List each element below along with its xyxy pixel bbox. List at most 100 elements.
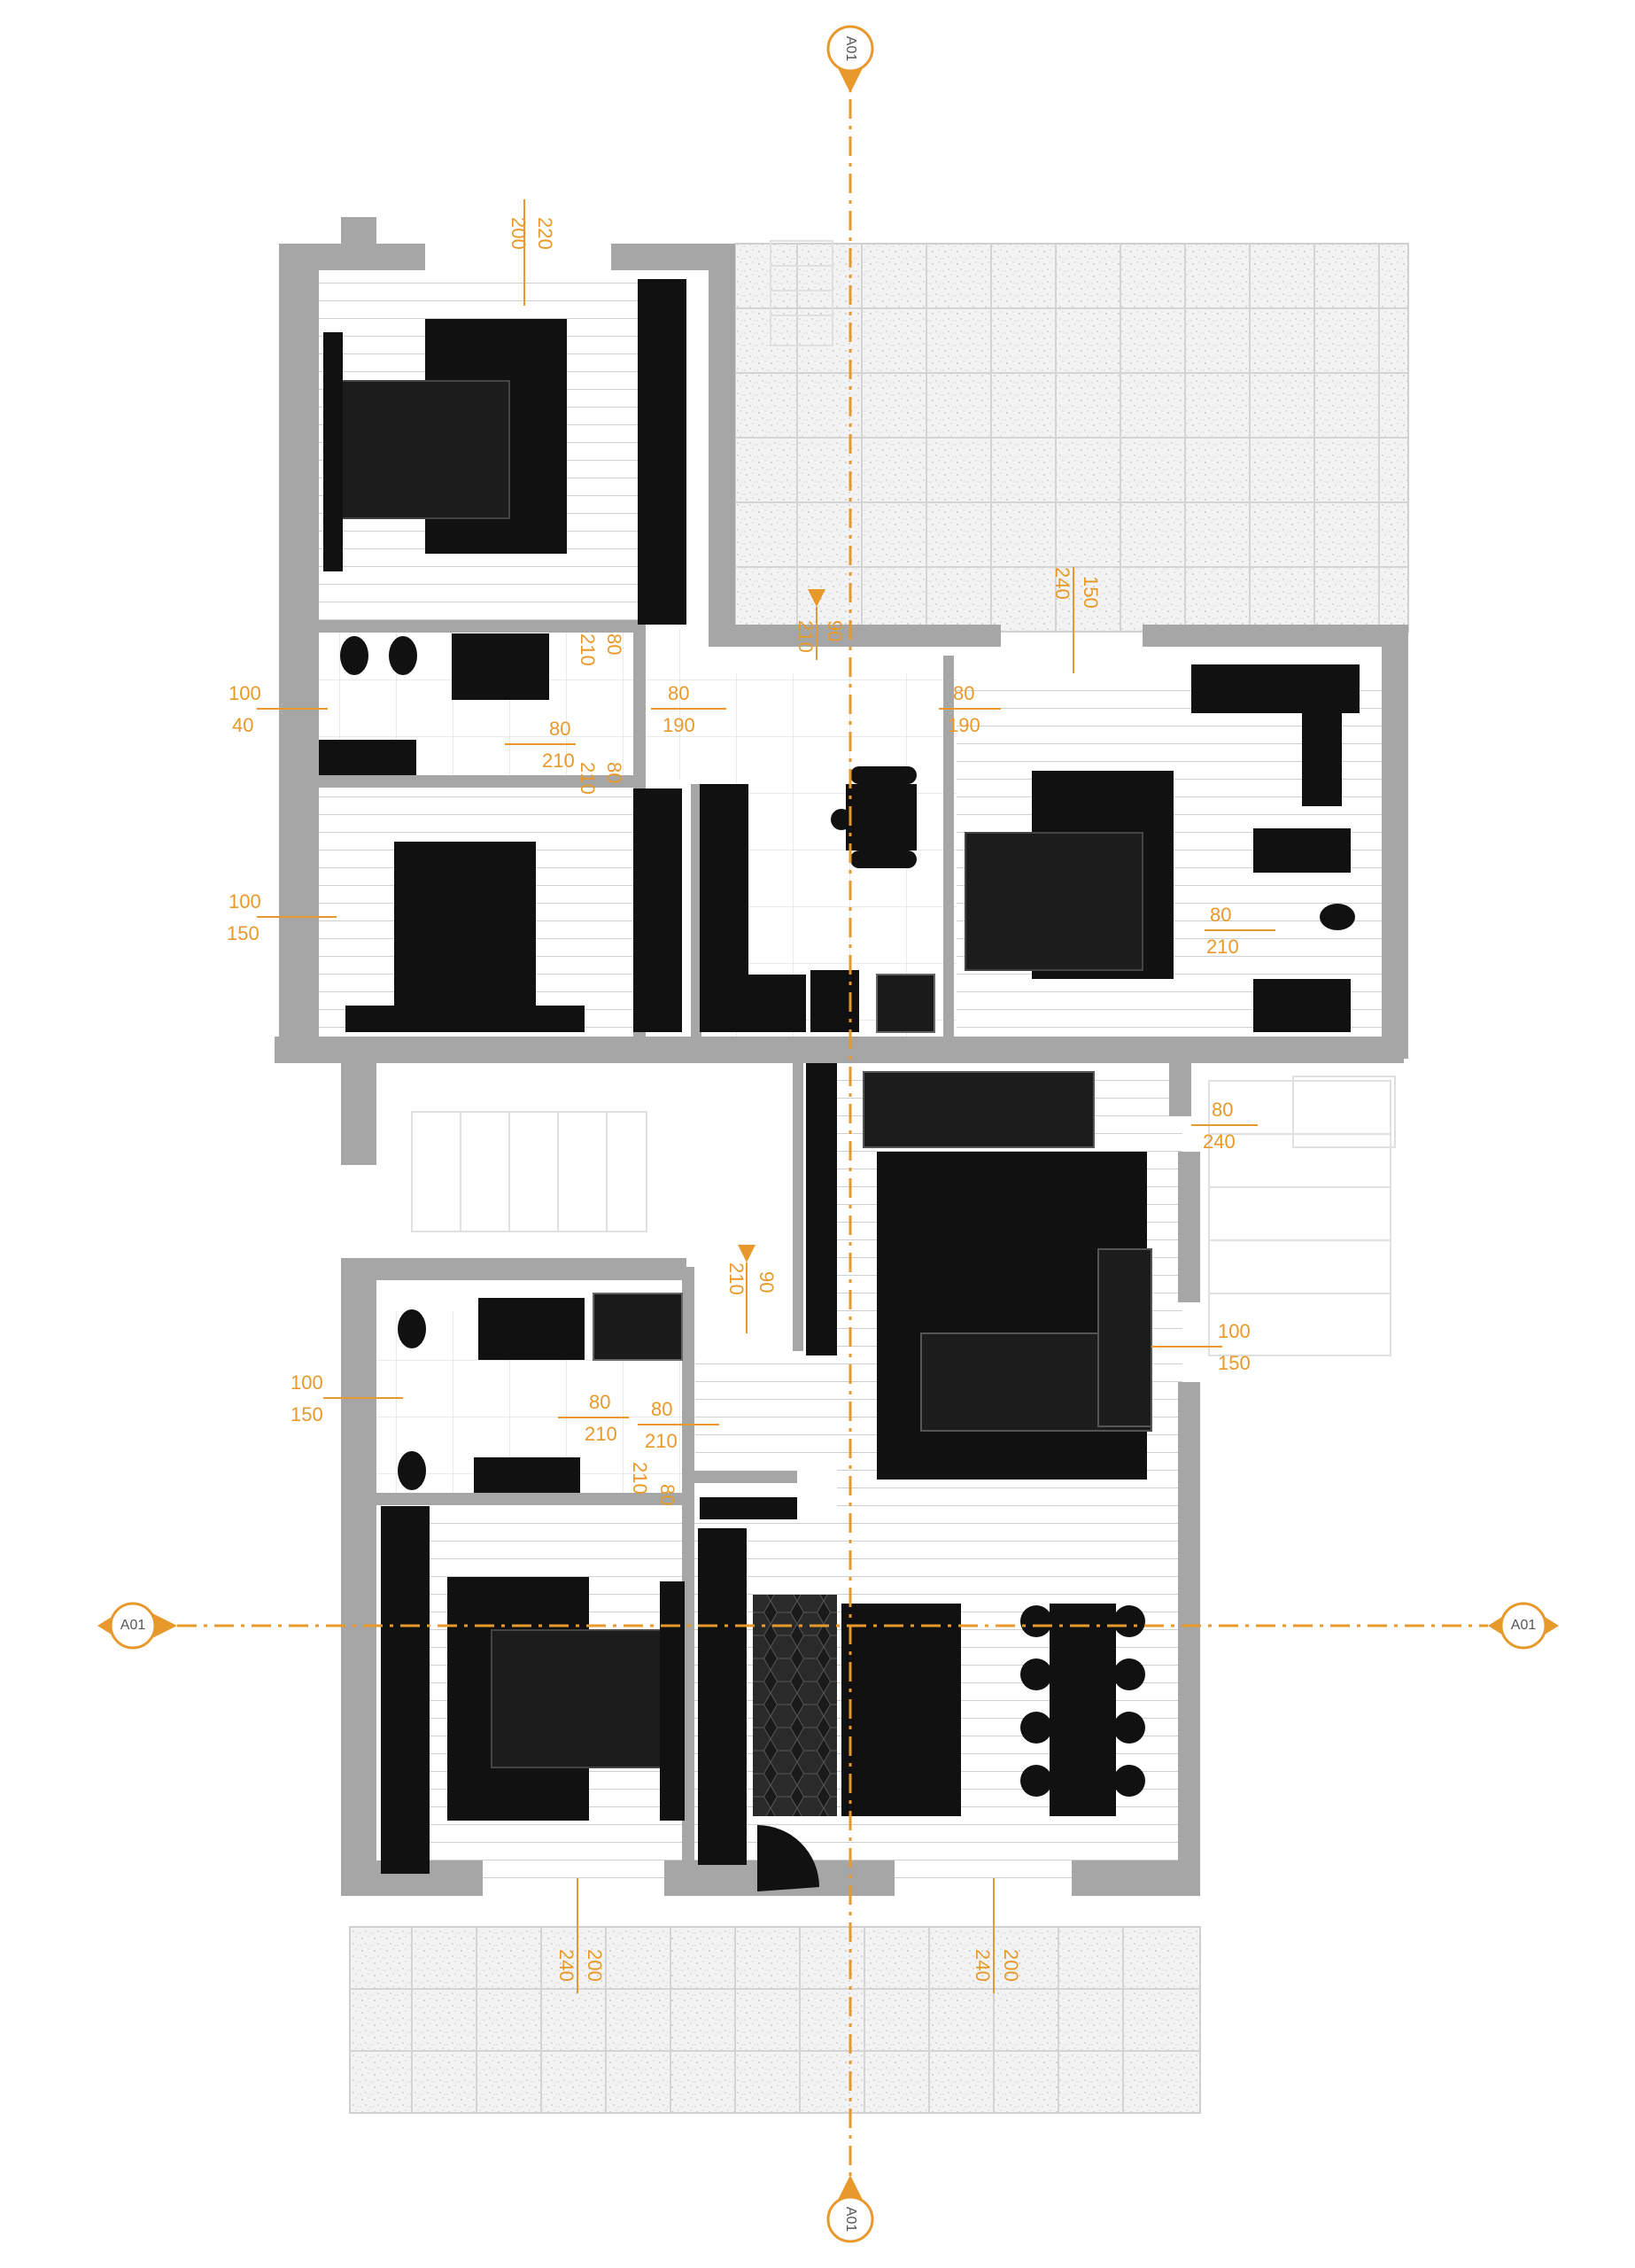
dim-bath1-window: 100 40 <box>229 682 328 736</box>
fridge <box>810 970 859 1032</box>
svg-text:150: 150 <box>1218 1352 1251 1374</box>
svg-text:190: 190 <box>948 714 980 736</box>
sofa-chaise <box>1097 1248 1152 1427</box>
bidet-2 <box>398 1451 426 1490</box>
dim-living-window: 100 150 <box>1151 1320 1251 1374</box>
svg-text:240: 240 <box>555 1949 577 1982</box>
vanity-3 <box>1253 979 1351 1032</box>
svg-text:80: 80 <box>651 1398 672 1420</box>
svg-text:200: 200 <box>584 1949 606 1982</box>
dim-bed2-window: 100 150 <box>227 890 337 944</box>
svg-text:80: 80 <box>1210 904 1231 926</box>
svg-text:A01: A01 <box>843 2207 858 2233</box>
double-bed-4 <box>491 1629 670 1768</box>
svg-text:100: 100 <box>229 682 261 704</box>
kitchen-counter-lower <box>698 1528 747 1865</box>
svg-text:210: 210 <box>645 1430 678 1452</box>
dim-bed1-door: 80 210 <box>505 718 576 772</box>
wardrobe-3b <box>1302 709 1342 806</box>
toilet-2 <box>398 1309 426 1348</box>
entry-door-swing <box>757 1825 819 1891</box>
wardrobe-4 <box>381 1506 430 1874</box>
svg-text:210: 210 <box>577 762 599 795</box>
svg-text:190: 190 <box>663 714 695 736</box>
dim-bath2-door: 80 210 <box>558 1391 629 1445</box>
dimension-labels: 200 220 80 210 100 40 80 210 80 210 80 1… <box>227 199 1275 1993</box>
section-marker-left: A01 <box>97 1602 177 1650</box>
svg-text:210: 210 <box>542 750 575 772</box>
svg-text:40: 40 <box>232 714 253 736</box>
dim-bath1-door: 80 210 <box>577 633 625 666</box>
kitchen-island <box>841 1604 926 1816</box>
svg-text:100: 100 <box>291 1371 323 1394</box>
svg-text:80: 80 <box>603 762 625 783</box>
svg-text:210: 210 <box>629 1462 651 1495</box>
chair <box>831 809 852 830</box>
bidet-1 <box>389 636 417 675</box>
svg-text:80: 80 <box>953 682 974 704</box>
double-bed-1 <box>336 380 510 519</box>
sofa-1 <box>863 1071 1095 1148</box>
dim-hall-bath-door: 80 190 <box>651 682 726 736</box>
svg-text:100: 100 <box>229 890 261 913</box>
wardrobe-2 <box>633 788 682 1032</box>
svg-text:210: 210 <box>585 1423 617 1445</box>
tv-wall-unit <box>806 1063 837 1355</box>
headboard-4 <box>660 1581 685 1821</box>
dim-hall2-door: 80 210 <box>638 1398 719 1452</box>
toilet-1 <box>340 636 368 675</box>
furniture <box>319 279 1360 1891</box>
tub-2 <box>474 1457 580 1493</box>
stair-ghosts <box>411 240 1396 1356</box>
dim-bed1-window: 200 220 <box>508 199 556 306</box>
svg-text:A01: A01 <box>1511 1618 1537 1633</box>
section-marker-bottom: A01 <box>826 2175 874 2243</box>
dim-bath2-window: 100 150 <box>291 1371 403 1425</box>
svg-text:80: 80 <box>668 682 689 704</box>
vanity-1 <box>452 633 549 700</box>
shower-2 <box>593 1293 683 1361</box>
toilet-3 <box>1320 904 1355 930</box>
dim-bed4-door: 210 80 <box>629 1462 678 1505</box>
headboard-1 <box>323 332 343 571</box>
svg-text:220: 220 <box>534 217 556 250</box>
tub-1 <box>319 740 416 775</box>
svg-text:90: 90 <box>756 1271 778 1293</box>
svg-text:150: 150 <box>291 1403 323 1425</box>
dim-bed3-window: 150 240 <box>1051 567 1102 673</box>
dining-table <box>1050 1604 1116 1816</box>
svg-text:A01: A01 <box>843 36 858 62</box>
svg-text:150: 150 <box>1080 576 1102 609</box>
wardrobe-1 <box>638 279 686 625</box>
svg-text:200: 200 <box>508 217 530 250</box>
headboard-2 <box>345 1006 585 1032</box>
svg-text:240: 240 <box>972 1949 994 1982</box>
svg-text:A01: A01 <box>120 1618 146 1633</box>
svg-text:210: 210 <box>1206 936 1239 958</box>
counter-top <box>700 1497 797 1519</box>
svg-text:80: 80 <box>549 718 570 740</box>
svg-text:80: 80 <box>603 633 625 655</box>
hex-tile-floor <box>753 1595 837 1816</box>
wardrobe-3 <box>1191 664 1360 713</box>
section-lines <box>177 62 1488 2219</box>
svg-text:210: 210 <box>794 620 817 653</box>
dim-entry-door: 90 210 <box>794 589 846 660</box>
svg-text:90: 90 <box>824 620 846 641</box>
svg-text:210: 210 <box>725 1262 748 1295</box>
double-bed-2 <box>394 842 536 1010</box>
dim-bath3-door: 80 210 <box>1205 904 1275 958</box>
walls <box>275 217 1408 1896</box>
svg-text:200: 200 <box>1000 1949 1022 1982</box>
svg-text:240: 240 <box>1203 1130 1236 1153</box>
svg-text:240: 240 <box>1051 567 1073 600</box>
dim-bath1-door2: 80 210 <box>577 762 625 795</box>
appliance <box>876 974 935 1033</box>
kitchen-counter-2 <box>700 975 806 1032</box>
vanity-2 <box>478 1298 585 1360</box>
svg-text:150: 150 <box>227 922 260 944</box>
tub-3 <box>1253 828 1351 873</box>
dim-dining-window: 200 240 <box>972 1878 1022 1993</box>
dim-bed3-door: 80 190 <box>939 682 1001 736</box>
terrace-upper <box>734 243 1409 633</box>
